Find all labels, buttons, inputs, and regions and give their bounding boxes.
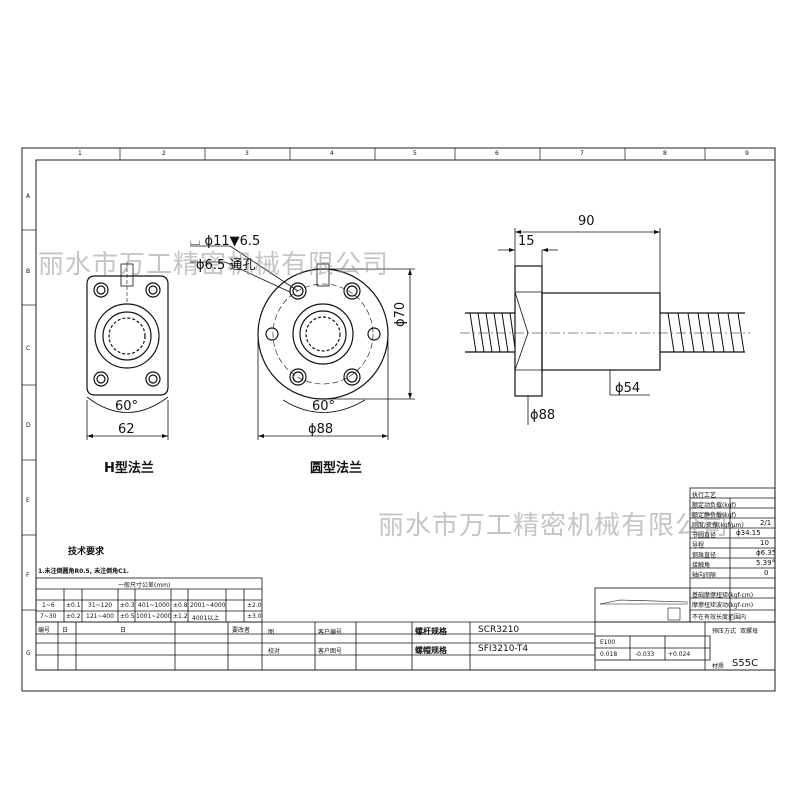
tol-cell: 4001以上 <box>192 615 220 622</box>
hole-note-counterbore: ⌴ ϕ11▼6.5 <box>190 234 261 249</box>
preload-label: 预压方式 <box>712 628 737 635</box>
tol-cell: 31~120 <box>88 602 113 609</box>
tol-cell: ±0.3 <box>120 602 135 609</box>
flange-diameter-dimension: ϕ88 <box>530 408 556 423</box>
tb-label: 校对 <box>268 648 281 655</box>
spec-value: ϕ34.15 <box>736 529 761 537</box>
tol-cell: ±0.2 <box>66 613 81 620</box>
spec-table <box>594 487 776 623</box>
tol-cell: 401~1000 <box>138 602 170 609</box>
tolerance-value: +0.024 <box>668 651 691 658</box>
title-block <box>36 621 775 670</box>
column-ticks <box>119 148 706 160</box>
spec-label: 执行工艺 <box>692 492 717 499</box>
tolerance-value: 0.018 <box>600 651 618 658</box>
spec-value: 10 <box>760 539 769 547</box>
nut-spec-value: SFI3210-T4 <box>478 644 529 654</box>
spec-label: 额定静负载(kgf) <box>692 512 737 519</box>
tol-cell: 121~400 <box>86 613 114 620</box>
column-label: 1 <box>78 150 82 157</box>
column-label: 8 <box>663 150 667 157</box>
spec-value: ϕ6.35 <box>756 549 777 557</box>
round-flange-view <box>190 245 415 440</box>
spec-label: 基础摩擦扭矩(kgf-cm) <box>692 592 754 599</box>
inner-border <box>35 159 776 671</box>
h-flange-view <box>86 262 169 440</box>
row-label: A <box>26 193 31 200</box>
revision-header: 日 <box>62 627 69 634</box>
round-flange-height: ϕ70 <box>393 301 408 327</box>
column-label: 7 <box>580 150 584 157</box>
tol-cell: ±1.2 <box>173 613 188 620</box>
column-label: 5 <box>413 150 417 157</box>
watermark-text: 丽水市万工精密机械有限公司 <box>38 250 390 280</box>
preload-value: 双螺母 <box>740 628 759 635</box>
tol-cell: ±2.0 <box>247 602 262 609</box>
spec-value: 0 <box>764 569 769 577</box>
round-flange-caption: 圆型法兰 <box>310 461 363 476</box>
column-label: 4 <box>330 150 334 157</box>
spec-label: 钢珠直径 <box>692 552 717 559</box>
body-diameter-dimension: ϕ54 <box>615 381 641 396</box>
spec-label: 不在有效长度范围内 <box>692 614 747 621</box>
tol-cell: ±3.0 <box>247 613 262 620</box>
column-label: 3 <box>245 150 249 157</box>
row-label: D <box>26 422 31 429</box>
length-dimension: 90 <box>578 214 595 229</box>
flange-thickness-dimension: 15 <box>518 234 535 249</box>
h-flange-angle: 60° <box>115 399 139 414</box>
revision-header: 要改者 <box>232 627 251 634</box>
tol-cell: 7~30 <box>40 613 57 620</box>
spec-label: 导程 <box>692 542 705 549</box>
tol-cell: 1001~2000 <box>136 613 172 620</box>
tech-title: 技术要求 <box>68 547 105 557</box>
spec-label: 节圆直径 <box>692 532 717 539</box>
tb-label: 客户图号 <box>318 648 343 655</box>
material-label: 材质 <box>712 663 725 670</box>
spec-label: 接触角 <box>692 562 711 569</box>
spec-value: 2/1 <box>760 519 772 527</box>
row-label: C <box>26 345 31 352</box>
tol-title: 一般尺寸公差(mm) <box>118 582 171 589</box>
tol-cell: ±0.5 <box>120 613 135 620</box>
round-flange-angle: 60° <box>312 399 336 414</box>
screw-spec-value: SCR3210 <box>478 625 520 635</box>
tol-cell: 1~6 <box>42 602 55 609</box>
tb-label: 图 <box>268 629 275 636</box>
tb-label: 螺帽规格 <box>415 646 447 655</box>
column-label: 9 <box>745 150 749 157</box>
column-label: 2 <box>162 150 166 157</box>
spec-label: 摩擦扭矩波动(kgf-cm) <box>692 602 754 609</box>
h-flange-width: 62 <box>118 422 135 437</box>
tol-cell: ±0.1 <box>66 602 81 609</box>
row-label: B <box>26 268 31 275</box>
row-label: G <box>26 650 31 657</box>
tol-cell: 2001~4000 <box>190 602 226 609</box>
tol-cell: ±0.8 <box>173 602 188 609</box>
spec-label: 刚度/支撑(kgf/μm) <box>692 522 744 529</box>
spec-value: 5.39° <box>756 559 776 567</box>
spec-label: 轴向间隙 <box>692 572 717 579</box>
tolerance-value: -0.033 <box>635 651 655 658</box>
tb-label: 客户编号 <box>318 629 343 636</box>
tech-note: 1.未注倒圆角R0.5, 未注倒角C1. <box>38 568 129 575</box>
revision-header: 日 <box>120 627 127 634</box>
row-ticks <box>22 229 36 611</box>
side-view <box>460 228 750 425</box>
revision-header: 编号 <box>38 627 51 634</box>
material-value: S55C <box>732 658 759 669</box>
watermark-text: 丽水市万工精密机械有限公司 <box>378 511 730 541</box>
round-flange-diameter: ϕ88 <box>308 422 334 437</box>
row-label: F <box>26 572 30 579</box>
hole-note-through: ϕ6.5 通孔 <box>196 258 256 273</box>
row-label: E <box>26 497 30 504</box>
h-flange-caption: H型法兰 <box>104 461 154 476</box>
tolerance-label: E100 <box>600 639 616 646</box>
tb-label: 螺杆规格 <box>415 627 447 636</box>
spec-label: 额定动负载(kgf) <box>692 502 737 509</box>
column-label: 6 <box>495 150 499 157</box>
